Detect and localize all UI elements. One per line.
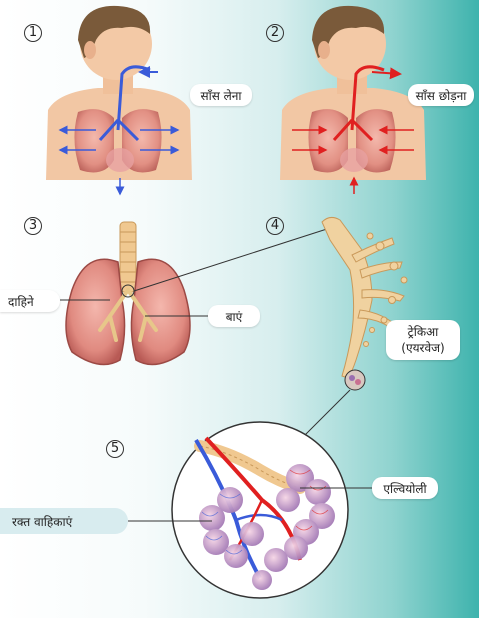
right-lung-label: दाहिने: [0, 290, 60, 312]
alveoli-label: एल्वियोली: [372, 477, 438, 499]
step-3-marker: 3: [24, 217, 42, 235]
left-lung-label: बाएं: [208, 305, 260, 327]
inhale-figure: [46, 6, 192, 194]
lungs-illustration: [66, 222, 190, 365]
step-5-marker: 5: [106, 440, 124, 458]
step-1-marker: 1: [24, 24, 42, 42]
inhale-label: साँस लेना: [190, 84, 252, 106]
step-2-marker: 2: [266, 24, 284, 42]
exhale-label: साँस छोड़ना: [408, 84, 474, 106]
exhale-figure: [280, 6, 426, 194]
alveoli-magnified: [172, 422, 348, 598]
blood-vessels-label: रक्त वाहिकाएं: [0, 508, 128, 534]
trachea-label: ट्रेकिआ (एयरवेज): [386, 320, 460, 360]
step-4-marker: 4: [266, 217, 284, 235]
